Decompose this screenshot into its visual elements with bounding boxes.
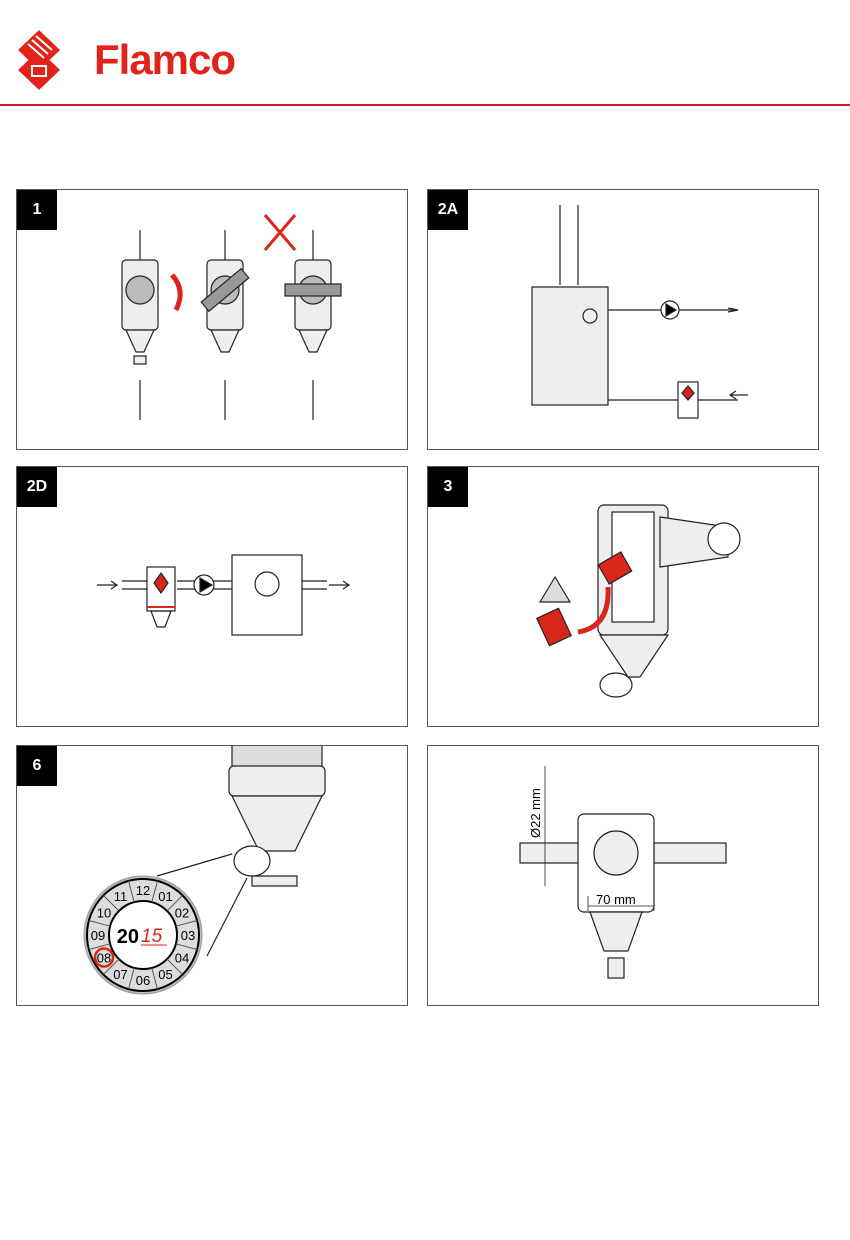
dial-divider xyxy=(166,958,183,975)
dial-month: 11 xyxy=(114,889,128,904)
dial-divider xyxy=(128,967,135,990)
dial-divider xyxy=(166,895,183,912)
step-3-illustration xyxy=(535,504,741,698)
panel-step-2d: 2D xyxy=(16,466,408,727)
dial-month: 08 xyxy=(97,951,111,966)
marked-month-circle xyxy=(93,947,115,968)
step-label: 3 xyxy=(428,467,468,507)
dial-divider xyxy=(88,920,111,927)
step-2d-illustration xyxy=(97,554,351,636)
brand-name: Flamco xyxy=(94,36,236,83)
dial-divider xyxy=(175,943,198,950)
dial-month: 05 xyxy=(158,967,172,982)
dial-divider xyxy=(151,967,158,990)
dial-divider xyxy=(103,958,120,975)
dial-month: 10 xyxy=(97,906,111,921)
dial-month: 09 xyxy=(91,928,105,943)
dial-month: 07 xyxy=(113,967,127,982)
step-label: 2D xyxy=(17,467,57,507)
step-label: 1 xyxy=(17,190,57,230)
dial-month: 02 xyxy=(175,906,189,921)
dial-month: 12 xyxy=(136,883,150,898)
step-1-illustration xyxy=(121,214,342,420)
dial-year-prefix: 20 xyxy=(117,926,139,948)
dial-year-suffix: 15 xyxy=(141,926,163,947)
dial-divider xyxy=(175,920,198,927)
dial-divider xyxy=(128,880,135,903)
header-divider xyxy=(0,104,850,106)
dial-divider xyxy=(88,943,111,950)
panel-dimensions: Ø22 mm 70 mm xyxy=(427,745,819,1006)
flamco-logo-icon xyxy=(18,30,60,90)
dial-month: 06 xyxy=(136,973,150,988)
step-label: 6 xyxy=(17,746,57,786)
dial-divider xyxy=(151,880,158,903)
diameter-label: Ø22 mm xyxy=(528,788,543,838)
dial-center xyxy=(108,900,178,970)
panel-step-1: 1 xyxy=(16,189,408,450)
dial-divider xyxy=(103,895,120,912)
dimensions-illustration xyxy=(519,766,727,979)
panel-step-2a: 2A xyxy=(427,189,819,450)
panel-step-3: 3 xyxy=(427,466,819,727)
step-label: 2A xyxy=(428,190,468,230)
dial-month: 04 xyxy=(175,951,189,966)
step-2a-illustration xyxy=(531,205,748,419)
dial-month: 01 xyxy=(158,889,172,904)
length-label: 70 mm xyxy=(596,892,636,907)
dial-month: 03 xyxy=(181,928,195,943)
